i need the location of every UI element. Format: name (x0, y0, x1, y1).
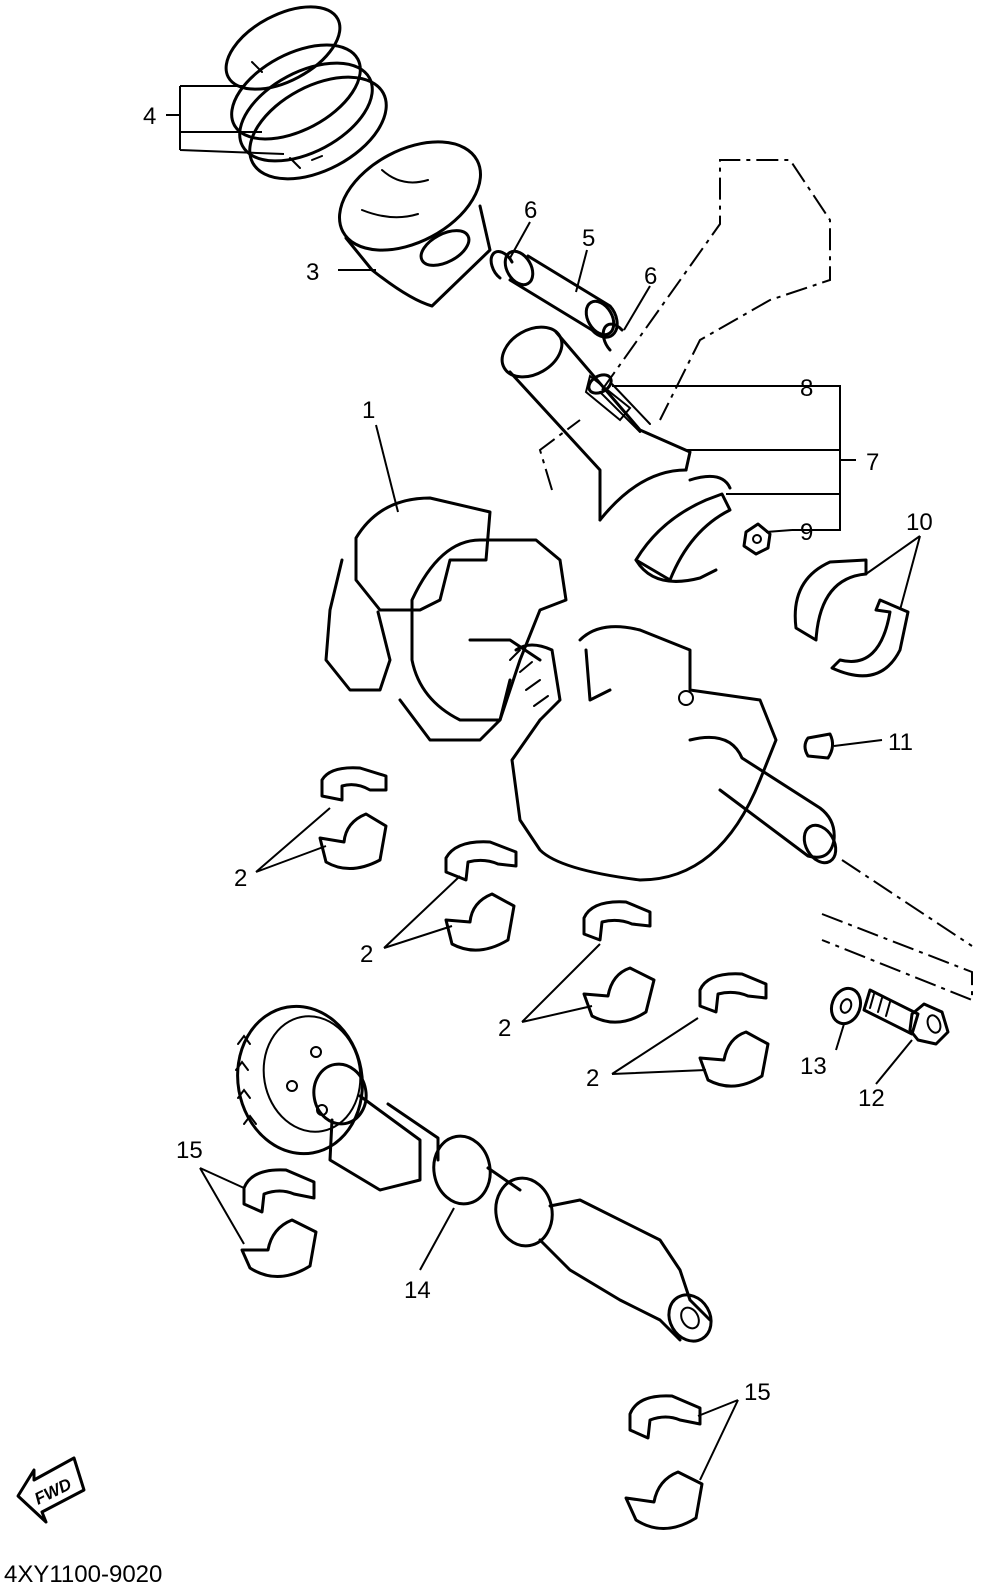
callout-10: 10 (906, 509, 933, 536)
callout-2-c: 2 (498, 1015, 511, 1042)
leader-lines (166, 85, 921, 1481)
circlip-left-drawing (489, 250, 514, 280)
callout-1: 1 (362, 397, 375, 424)
washer-drawing (829, 986, 863, 1026)
callout-2-a: 2 (234, 865, 247, 892)
connecting-rod-drawing (500, 159, 831, 583)
piston-rings-drawing (224, 5, 388, 181)
piston-pin-drawing (503, 249, 619, 339)
bigend-bearing-drawing (793, 558, 910, 678)
callout-4: 4 (143, 103, 156, 130)
callout-7: 7 (866, 449, 879, 476)
rod-bolt-drawing (587, 373, 651, 433)
balancer-bearings-drawing (240, 1168, 704, 1530)
callout-13: 13 (800, 1053, 827, 1080)
callout-15-upper: 15 (176, 1137, 203, 1164)
main-bearings-drawing (318, 766, 770, 1088)
forward-arrow-icon (16, 1456, 86, 1524)
callout-5: 5 (582, 225, 595, 252)
callout-2-d: 2 (586, 1065, 599, 1092)
piston-drawing (338, 140, 492, 308)
callout-11: 11 (888, 729, 913, 756)
callout-14: 14 (404, 1277, 431, 1304)
callout-6-left: 6 (524, 197, 537, 224)
callout-12: 12 (858, 1085, 885, 1112)
callout-9: 9 (800, 519, 813, 546)
callout-8: 8 (800, 375, 813, 402)
drawing-code: 4XY1100-9020 (4, 1561, 162, 1588)
crank-bolt-drawing (862, 988, 950, 1046)
callout-15-lower: 15 (744, 1379, 771, 1406)
balancer-shaft-drawing (235, 1004, 713, 1343)
forward-label: FWD (31, 1475, 74, 1509)
callout-3: 3 (306, 259, 319, 286)
crankshaft-drawing (324, 496, 973, 1002)
woodruff-key-drawing (803, 732, 835, 760)
circlip-right-drawing (601, 322, 624, 352)
callout-6-right: 6 (644, 263, 657, 290)
rod-nut-drawing (742, 522, 772, 556)
forward-arrow: FWD (16, 1456, 86, 1524)
callout-2-b: 2 (360, 941, 373, 968)
